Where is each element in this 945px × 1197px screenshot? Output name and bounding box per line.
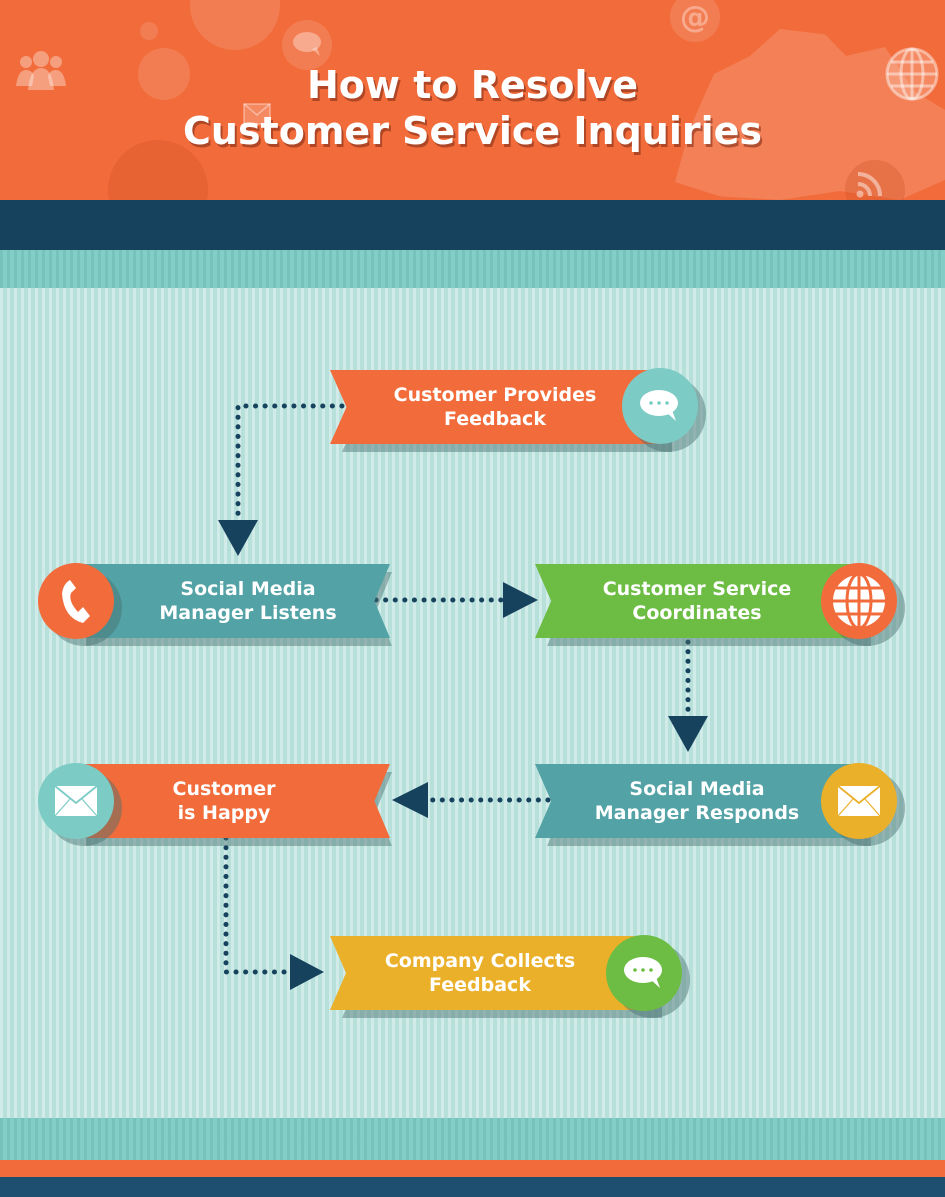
decorative-circle xyxy=(138,48,190,100)
mail-icon xyxy=(243,103,271,125)
step-ribbon: Social Media Manager Responds xyxy=(535,764,859,838)
step-icon-badge xyxy=(38,563,114,639)
teal-divider-band-top xyxy=(0,250,945,288)
orange-footer-band xyxy=(0,1160,945,1177)
step-label-line2: is Happy xyxy=(177,802,271,824)
step-label-line1: Social Media xyxy=(180,578,316,600)
decorative-circle xyxy=(140,22,158,40)
chat-bubble-icon xyxy=(640,390,678,421)
globe-icon xyxy=(885,47,939,101)
step-label-line1: Customer xyxy=(172,778,276,800)
teal-divider-band-bottom xyxy=(0,1118,945,1160)
step-customer-service-coordinates: Customer Service Coordinates xyxy=(535,563,905,646)
step-ribbon: Customer Service Coordinates xyxy=(535,564,859,638)
step-icon-badge xyxy=(622,368,698,444)
page-title-line2: Customer Service Inquiries xyxy=(183,109,762,153)
step-icon-badge xyxy=(821,563,897,639)
rss-icon xyxy=(856,172,882,198)
chat-bubble-icon xyxy=(624,957,662,988)
envelope-icon xyxy=(837,785,881,817)
step-icon-badge xyxy=(821,763,897,839)
step-social-media-manager-responds: Social Media Manager Responds xyxy=(535,763,905,846)
chat-icon xyxy=(293,32,321,56)
navy-divider-band xyxy=(0,200,945,250)
decorative-circle xyxy=(845,160,905,200)
step-label-line2: Manager Responds xyxy=(594,802,800,824)
step-label-line2: Feedback xyxy=(444,408,546,430)
envelope-icon xyxy=(54,785,98,817)
step-label-line2: Manager Listens xyxy=(159,602,337,624)
decorative-circle xyxy=(282,20,332,70)
decorative-circle xyxy=(670,0,720,42)
step-label-line2: Feedback xyxy=(429,974,531,996)
step-label-line1: Company Collects xyxy=(384,950,576,972)
at-sign-icon: @ xyxy=(680,0,710,35)
people-icon xyxy=(16,51,66,90)
step-label-line1: Customer Service xyxy=(602,578,792,600)
step-label-line1: Customer Provides xyxy=(393,384,597,406)
step-ribbon: Customer Provides Feedback xyxy=(330,370,660,444)
step-icon-badge xyxy=(38,763,114,839)
globe-icon xyxy=(831,572,887,630)
phone-icon xyxy=(62,580,90,623)
step-ribbon: Social Media Manager Listens xyxy=(78,564,390,638)
step-label-line1: Social Media xyxy=(629,778,765,800)
page-title-line1: How to Resolve xyxy=(306,63,639,107)
step-social-media-manager-listens: Social Media Manager Listens xyxy=(38,563,398,646)
step-icon-badge xyxy=(606,935,682,1011)
header-banner: @ How to Resolve Customer Service Inquir… xyxy=(0,0,945,200)
navy-footer-band xyxy=(0,1177,945,1197)
step-label-line2: Coordinates xyxy=(632,602,762,624)
step-company-collects-feedback: Company Collects Feedback xyxy=(330,935,700,1018)
step-customer-provides-feedback: Customer Provides Feedback xyxy=(330,368,710,452)
step-customer-is-happy: Customer is Happy xyxy=(38,763,398,846)
decorative-circle xyxy=(190,0,280,50)
step-ribbon: Customer is Happy xyxy=(78,764,390,838)
step-ribbon: Company Collects Feedback xyxy=(330,936,650,1010)
